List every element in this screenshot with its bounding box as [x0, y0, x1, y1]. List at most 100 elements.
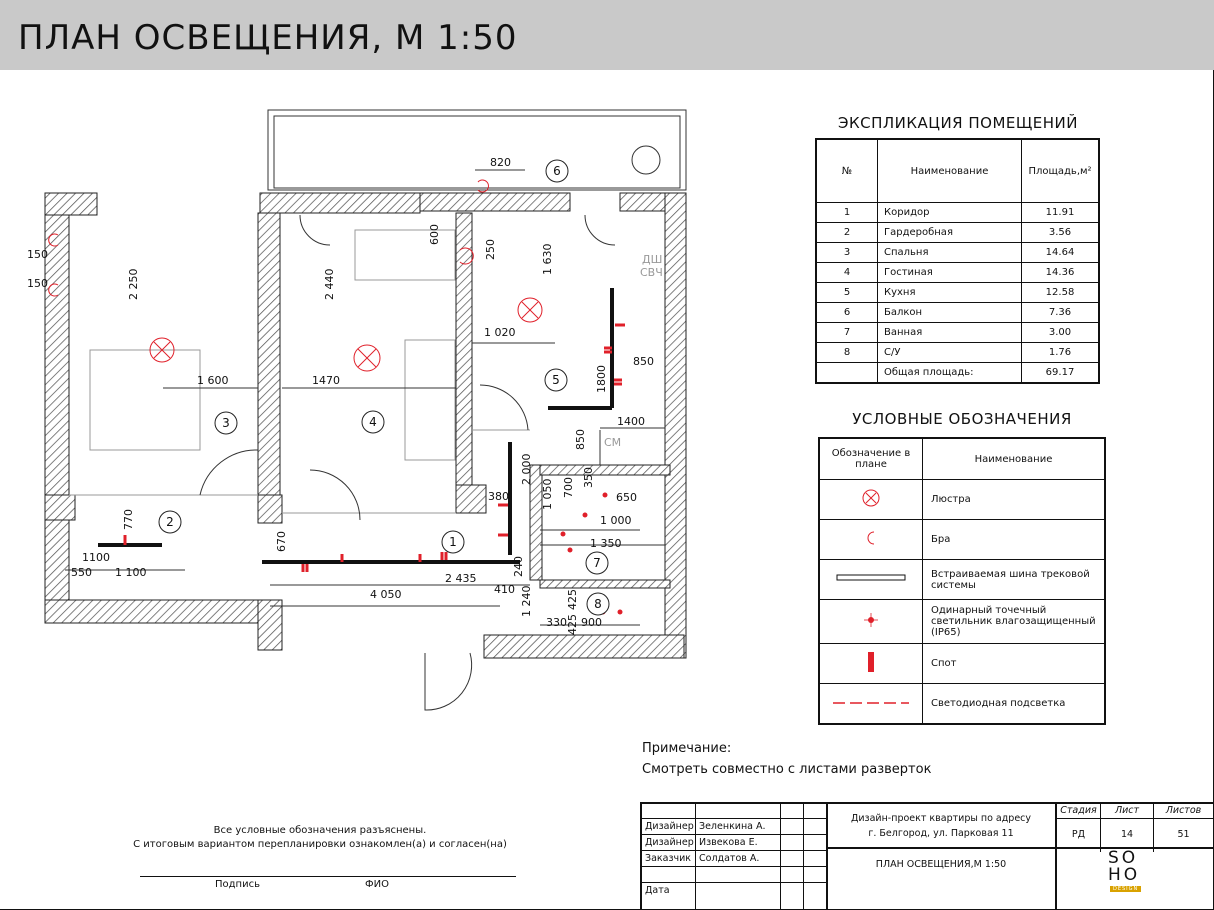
logo-line2: HO — [1108, 865, 1141, 885]
led-strip-icon — [833, 702, 909, 704]
dimension-label: 425 — [566, 589, 579, 610]
room-number: 7 — [593, 556, 601, 570]
dimension-label: 150 — [27, 277, 48, 290]
dimension-label: 410 — [494, 583, 515, 596]
note-title: Примечание: — [642, 741, 732, 756]
dimension-label: 1 020 — [484, 326, 516, 339]
dimension-label: 900 — [581, 616, 602, 629]
dimension-label: 1400 — [617, 415, 645, 428]
project-line1: Дизайн-проект квартиры по адресу — [850, 813, 1032, 824]
header-bar: ПЛАН ОСВЕЩЕНИЯ, М 1:50 — [0, 0, 1214, 70]
dimension-label: 240 — [512, 556, 525, 577]
legend-row: Светодиодная подсветка — [818, 683, 1106, 724]
legend-row: Встраиваемая шина трековой системы — [818, 559, 1106, 600]
page-title: ПЛАН ОСВЕЩЕНИЯ, М 1:50 — [18, 18, 518, 58]
spot-waterproof-icon — [864, 613, 878, 627]
sheets-label: Листов — [1165, 805, 1202, 816]
stamp-name: Зеленкина А. — [699, 821, 766, 832]
logo-sub: DESIGN — [1110, 886, 1142, 892]
balcony-outline — [267, 109, 687, 191]
dimension-label: 1470 — [312, 374, 340, 387]
sheets-value: 51 — [1177, 829, 1190, 840]
dimension-label: 330 — [546, 616, 567, 629]
stamp-role: Дизайнер — [645, 837, 694, 848]
doors — [199, 214, 616, 711]
room-number: 6 — [553, 164, 561, 178]
walls — [44, 192, 687, 659]
track-rail-icon — [836, 574, 906, 581]
logo-line1: SO — [1108, 848, 1139, 868]
stamp-role: Дизайнер — [645, 821, 694, 832]
explication-title: ЭКСПЛИКАЦИЯ ПОМЕЩЕНИЙ — [838, 114, 1078, 132]
sconces — [48, 179, 489, 297]
dimension-label: 1 000 — [600, 514, 632, 527]
dimension-label: 1800 — [595, 365, 608, 393]
fio-label: ФИО — [365, 879, 389, 890]
dimension-label: 850 — [633, 355, 654, 368]
room-number: 8 — [594, 597, 602, 611]
room-number: 1 — [449, 535, 457, 549]
legend-row: Спот — [818, 643, 1106, 684]
dimension-label: 2 000 — [520, 454, 533, 486]
dimension-label: 1 350 — [590, 537, 622, 550]
dimension-label: 600 — [428, 224, 441, 245]
dimension-label: 770 — [122, 509, 135, 530]
signature-line1: Все условные обозначения разъяснены. — [213, 825, 427, 836]
column-header: № — [815, 138, 878, 203]
signature-line2: С итоговым вариантом перепланировки озна… — [133, 839, 507, 850]
chandelier-icon — [862, 489, 880, 507]
signature-line — [140, 876, 516, 877]
dimension-label: 700 — [562, 477, 575, 498]
legend-row: Люстра — [818, 479, 1106, 520]
column-header: Наименование — [922, 437, 1106, 480]
room-number: 4 — [369, 415, 377, 429]
room-markers — [158, 159, 610, 616]
room-number: 5 — [552, 373, 560, 387]
column-header: Обозначение в плане — [818, 437, 923, 480]
stamp-name: Солдатов А. — [699, 853, 760, 864]
dimension-label: 380 — [488, 490, 509, 503]
floor-plan-drawing: 1 2 3 4 5 6 7 8 820 150 150 2 250 600 25… — [27, 109, 687, 711]
dimension-label: 250 — [484, 239, 497, 260]
chandeliers — [149, 297, 543, 372]
legend-title: УСЛОВНЫЕ ОБОЗНАЧЕНИЯ — [852, 410, 1072, 428]
spot-icon — [868, 652, 874, 672]
dimension-label: 2 250 — [127, 269, 140, 301]
column-header: Площадь,м² — [1021, 138, 1100, 203]
stage-label: Стадия — [1060, 805, 1097, 816]
total-row: Общая площадь:69.17 — [815, 362, 1100, 384]
sheet-label: Лист — [1114, 805, 1140, 816]
dimension-label: 820 — [490, 156, 511, 169]
room-number: 3 — [222, 416, 230, 430]
sconce-icon — [867, 531, 875, 545]
dimension-label: 670 — [275, 531, 288, 552]
dimension-label: 650 — [616, 491, 637, 504]
room-number: 2 — [166, 515, 174, 529]
dimension-label: 1 240 — [520, 586, 533, 618]
appliance-label: СМ — [604, 436, 621, 449]
appliance-label: СВЧ — [640, 266, 663, 279]
interior-lines — [69, 229, 530, 514]
dimension-label: 1 050 — [541, 479, 554, 511]
dimension-lines — [65, 169, 665, 626]
stamp-name: Извекова Е. — [699, 837, 758, 848]
dimension-label: 4 050 — [370, 588, 402, 601]
stamp-role: Дата — [645, 885, 670, 896]
legend-row: Одинарный точечный светильник влагозащищ… — [818, 599, 1106, 644]
project-line2: г. Белгород, ул. Парковая 11 — [868, 828, 1014, 839]
title-block: Дизайнер Зеленкина А. Дизайнер Извекова … — [640, 802, 1213, 909]
dimension-label: 1 600 — [197, 374, 229, 387]
dimension-label: 425 — [566, 614, 579, 635]
spots — [123, 323, 625, 572]
stamp-role: Заказчик — [645, 853, 692, 864]
dimension-label: 2 435 — [445, 572, 477, 585]
stage-value: РД — [1071, 829, 1086, 840]
appliance-label: ДШ — [642, 253, 662, 266]
note-text: Смотреть совместно с листами разверток — [642, 762, 932, 777]
column-header: Наименование — [877, 138, 1022, 203]
